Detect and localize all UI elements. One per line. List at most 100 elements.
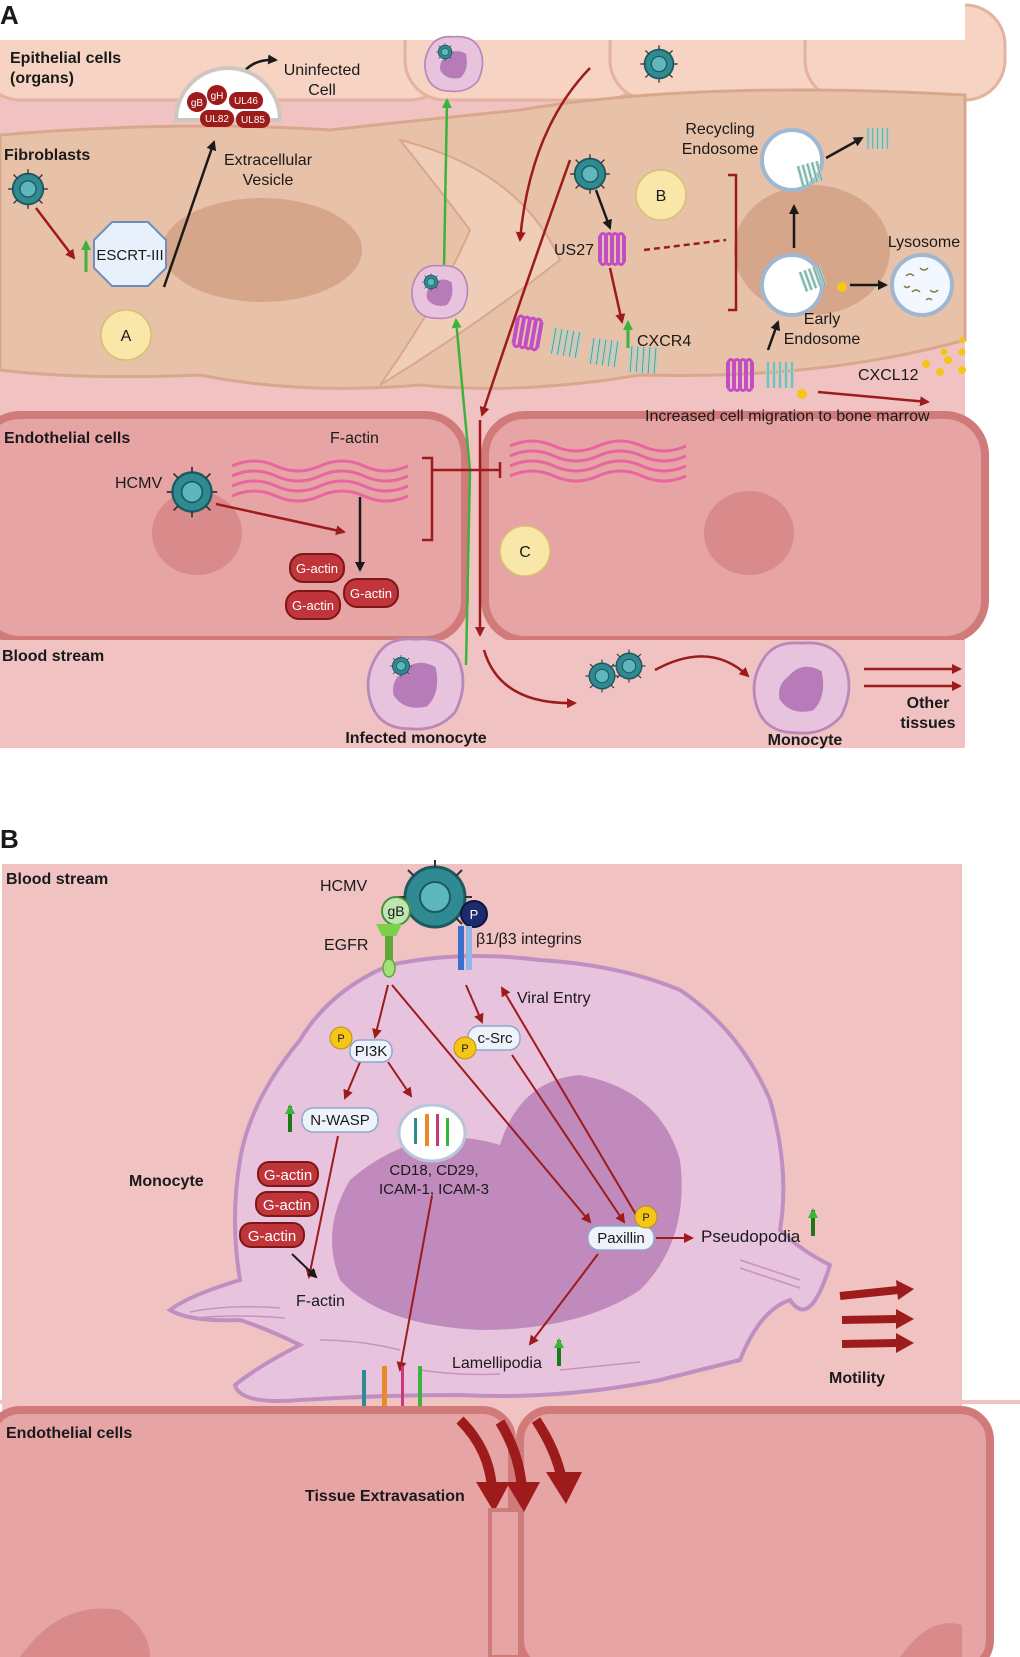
cxcl12-ligand [837,282,847,292]
blood-stream-label: Blood stream [2,648,104,665]
integrin-receptor [458,926,472,970]
virus-icon [435,42,455,62]
endothelial-cells-label: Endothelial cells [4,430,130,447]
pi3k-node [349,1039,393,1063]
panel-a-arrows [35,54,962,709]
phospho-label: P [470,907,479,922]
hcmv-label: HCMV [115,475,162,492]
f-actin-label-b: F-actin [296,1293,345,1310]
lamellipodia-filaments [189,1259,801,1376]
phospho-protein [460,900,488,928]
egfr-receptor [376,924,402,978]
endothelial-nucleus [704,491,794,575]
g-actin-label: G-actin [264,1167,312,1184]
paxillin-label: Paxillin [597,1230,645,1247]
panel-b-letter: B [0,824,19,854]
ev-protein [229,92,263,109]
phospho-badge [453,1036,477,1060]
marker-b-label: B [656,188,667,205]
us27-label: US27 [554,242,594,259]
panel-a: A Epithelial cells(organs) Fibroblasts E… [0,0,1007,749]
ev-protein [200,110,234,127]
panel-b: B Blood stream HCMV gB P EGFR β1/β3 inte… [0,824,1020,1657]
early-endosome [760,253,824,317]
ev-protein-label: gH [211,91,224,102]
g-actin-pill [255,1191,319,1217]
g-actin-pill [285,590,341,620]
lysosome-contents [903,267,939,301]
paxillin-node [587,1225,655,1251]
f-actin-label: F-actin [330,430,379,447]
fibroblast-extension [379,138,562,386]
migration-label: Increased cell migration to bone marrow [645,408,930,425]
egfr-label: EGFR [324,937,368,954]
n-wasp-node [301,1107,379,1133]
upregulation-arrows-b [285,1104,818,1366]
ev-protein-label: UL82 [205,114,229,125]
n-wasp-label: N-WASP [310,1112,369,1129]
gb-label: gB [387,903,404,919]
svg-text:P: P [642,1212,649,1224]
monocyte-label: Monocyte [768,732,843,749]
adhesion-molecule-vesicle [397,1103,467,1163]
svg-text:P: P [461,1043,468,1055]
upregulation-arrows [81,240,633,348]
integrins-label: β1/β3 integrins [476,931,582,948]
virus-icon [389,654,413,678]
cxcl12-ligand [797,389,807,399]
extravasation-arrows [456,1416,582,1512]
marker-c [499,525,551,577]
infected-monocyte-icon [424,35,484,93]
g-actin-label: G-actin [350,586,392,601]
marker-a-label: A [121,328,132,345]
marker-b [635,169,687,221]
panel-a-letter: A [0,0,19,30]
ev-protein [187,92,207,112]
virus-icon [421,272,441,292]
virus-icon [639,44,679,84]
virus-icon [7,168,49,210]
svg-text:P: P [337,1033,344,1045]
ev-protein-label: gB [191,98,204,109]
hcmv-label-b: HCMV [320,878,367,895]
lysosome [890,253,954,317]
hcmv-virus-icon [165,465,219,519]
c-src-label: c-Src [478,1030,513,1047]
pseudopodia-label: Pseudopodia [701,1227,801,1246]
cxcr4-label: CXCR4 [637,333,691,350]
fibroblasts-label: Fibroblasts [4,147,90,164]
motility-arrows [839,1280,914,1353]
infected-monocyte-icon [411,264,469,320]
ev-protein [207,85,227,105]
extracellular-vesicle [173,66,283,128]
epithelial-cells-label: Epithelial cells(organs) [10,50,121,87]
virus-icon [611,648,647,684]
phospho-badge [634,1205,658,1229]
escrt-iii-label: ESCRT-III [96,247,163,264]
g-actin-pill [257,1161,319,1187]
infected-monocyte-label: Infected monocyte [345,730,486,747]
marker-c-label: C [519,544,531,561]
g-actin-label: G-actin [248,1228,296,1245]
fibroblast-nucleus [162,198,362,302]
cxcl12-label: CXCL12 [858,367,919,384]
virus-icon [584,658,620,694]
ev-protein-label: UL46 [234,96,258,107]
blood-stream-label-b: Blood stream [6,871,108,888]
monocyte-icon [752,641,851,735]
f-actin-filaments [231,439,687,503]
g-actin-label: G-actin [296,561,338,576]
ev-protein-label: UL85 [241,115,265,126]
cd-markers-label: CD18, CD29,ICAM-1, ICAM-3 [379,1162,489,1198]
escrt-iii-complex [93,221,167,287]
lamellipodia-label: Lamellipodia [452,1355,542,1372]
g-actin-pill [289,553,345,583]
viral-entry-label: Viral Entry [517,990,591,1007]
g-actin-pill [343,578,399,608]
g-actin-label: G-actin [263,1197,311,1214]
